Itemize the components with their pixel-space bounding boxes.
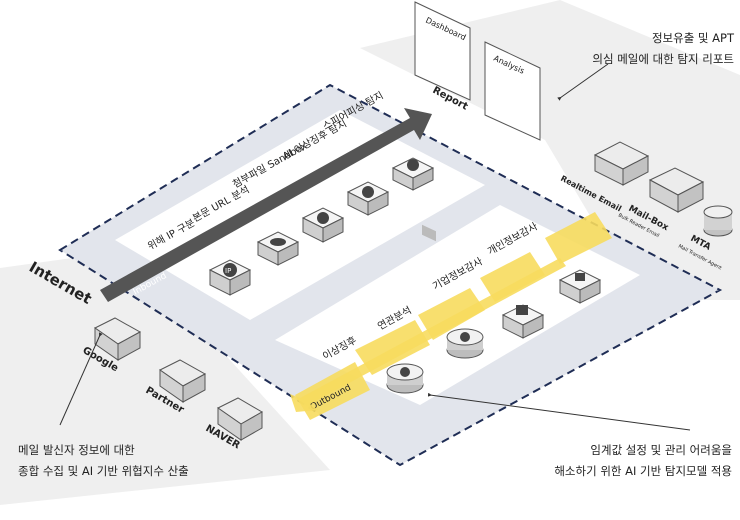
anomaly-icon: [386, 363, 424, 394]
callout-report-line-2: 의심 메일에 대한 탐지 리포트: [592, 52, 734, 66]
document-icon: [501, 304, 545, 339]
callout-line-right: [427, 392, 691, 431]
inbound-arrow: [100, 108, 432, 302]
dashboard-icon: [414, 1, 471, 242]
sender-naver: [217, 397, 263, 441]
highlight-4: [545, 212, 612, 264]
callout-line-top: [557, 63, 609, 101]
highlight-3: [480, 252, 545, 302]
server-mta: [703, 205, 733, 237]
callout-sender-line-2: 종합 수집 및 AI 기반 위협지수 산출: [18, 464, 189, 478]
callout-line-left: [59, 332, 103, 426]
sender-google: [94, 317, 142, 361]
ai-icon: [346, 181, 390, 216]
ip-icon: IP: [208, 259, 252, 296]
url-icon: [256, 231, 300, 266]
sender-partner: [159, 359, 207, 403]
inbound-panel: [115, 110, 485, 320]
server-mailbox: [648, 167, 705, 213]
search-icon: [446, 328, 484, 359]
callout-ai-line-2: 해소하기 위한 AI 기반 탐지모델 적용: [554, 464, 732, 478]
callout-ai-line-1: 임계값 설정 및 관리 어려움을: [590, 443, 732, 457]
lock-icon: [558, 269, 602, 304]
callout-sender: 메일 발신자 정보에 대한 종합 수집 및 AI 기반 위협지수 산출: [18, 440, 189, 482]
outbound-arrow: [290, 258, 566, 412]
callout-ai: 임계값 설정 및 관리 어려움을 해소하기 위한 AI 기반 탐지모델 적용: [520, 440, 732, 482]
callout-report-line-1: 정보유출 및 APT: [651, 31, 734, 45]
sandbox-icon: [301, 207, 345, 243]
server-realtime: [593, 141, 650, 186]
phishing-icon: [391, 157, 435, 191]
svg-text:IP: IP: [225, 267, 231, 275]
callout-report: 정보유출 및 APT 의심 메일에 대한 탐지 리포트: [566, 28, 734, 70]
callout-sender-line-1: 메일 발신자 정보에 대한: [18, 443, 135, 457]
analysis-icon: [484, 41, 541, 141]
